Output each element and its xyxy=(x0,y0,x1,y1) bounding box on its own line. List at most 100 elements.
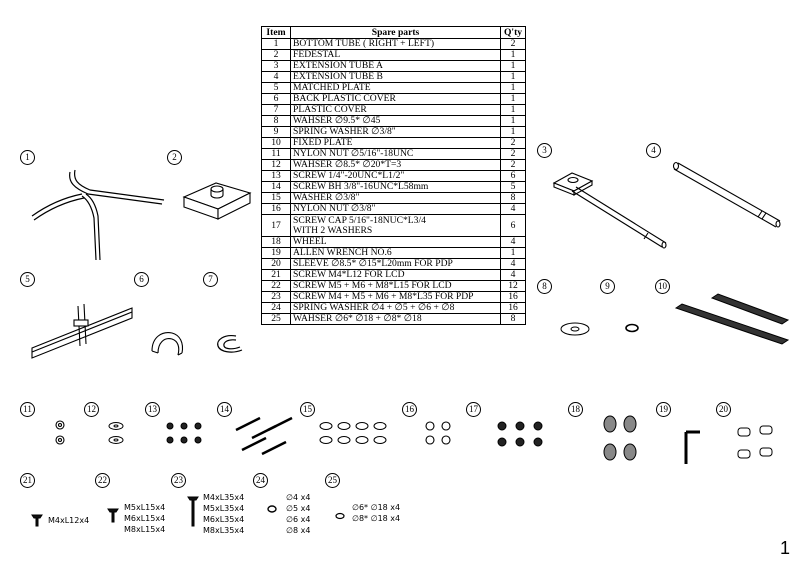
quantity-cell: 8 xyxy=(500,313,526,325)
quantity-cell: 4 xyxy=(500,203,526,215)
callout-6: 6 xyxy=(134,272,149,287)
spare-part-cell: WAHSER ∅6* ∅18 + ∅8* ∅18 xyxy=(290,313,501,325)
quantity-cell: 2 xyxy=(500,38,526,50)
part-2-pedestal-drawing xyxy=(182,182,252,220)
part-1-bottom-tubes-drawing xyxy=(31,169,165,261)
label-screw-21: M4xL12x4 xyxy=(48,516,90,525)
spare-part-cell: NYLON NUT ∅5/16"-18UNC xyxy=(290,148,501,160)
quantity-cell: 4 xyxy=(500,236,526,248)
part-11-nylon-nuts-drawing xyxy=(55,420,65,445)
part-10-fixed-plates-drawing xyxy=(674,293,790,345)
part-5-matched-plate-drawing xyxy=(31,303,133,359)
part-18-wheels-drawing xyxy=(603,415,637,461)
callout-20: 20 xyxy=(716,402,731,417)
spare-part-cell: WAHSER ∅8.5* ∅20*T=3 xyxy=(290,159,501,171)
item-number-cell: 9 xyxy=(261,126,291,138)
quantity-cell: 16 xyxy=(500,302,526,314)
item-number-cell: 2 xyxy=(261,49,291,61)
item-number-cell: 25 xyxy=(261,313,291,325)
part-20-sleeves-drawing xyxy=(737,425,773,459)
callout-3: 3 xyxy=(537,143,552,158)
header-spare-parts: Spare parts xyxy=(290,26,501,39)
quantity-cell: 2 xyxy=(500,148,526,160)
spare-part-cell: WHEEL xyxy=(290,236,501,248)
part-15-washers-drawing xyxy=(319,422,387,444)
callout-16: 16 xyxy=(402,402,417,417)
part-17-screw-caps-drawing xyxy=(497,421,543,447)
spare-part-cell: FIXED PLATE xyxy=(290,137,501,149)
quantity-cell: 1 xyxy=(500,104,526,116)
callout-25: 25 xyxy=(325,473,340,488)
item-number-cell: 6 xyxy=(261,93,291,105)
label-washer-24: ∅4 x4 ∅5 x4 ∅6 x4 ∅8 x4 xyxy=(286,493,311,535)
item-number-cell: 15 xyxy=(261,192,291,204)
spare-part-cell: SCREW 1/4"-20UNC*L1/2" xyxy=(290,170,501,182)
quantity-cell: 2 xyxy=(500,159,526,171)
label-screw-23: M4xL35x4 M5xL35x4 M6xL35x4 M8xL35x4 xyxy=(203,493,245,535)
label-washer-25: ∅6* ∅18 x4 ∅8* ∅18 x4 xyxy=(352,503,401,523)
item-number-cell: 20 xyxy=(261,258,291,270)
spare-part-cell: SCREW M5 + M6 + M8*L15 FOR LCD xyxy=(290,280,501,292)
spare-part-cell: NYLON NUT ∅3/8" xyxy=(290,203,501,215)
spare-part-cell: PLASTIC COVER xyxy=(290,104,501,116)
item-number-cell: 24 xyxy=(261,302,291,314)
spare-part-cell: SCREW M4 + M5 + M6 + M8*L35 FOR PDP xyxy=(290,291,501,303)
item-number-cell: 11 xyxy=(261,148,291,160)
part-9-spring-washer-drawing xyxy=(625,323,639,333)
item-number-cell: 3 xyxy=(261,60,291,72)
spare-part-cell: WASHER ∅3/8" xyxy=(290,192,501,204)
item-number-cell: 13 xyxy=(261,170,291,182)
quantity-cell: 1 xyxy=(500,247,526,259)
callout-12: 12 xyxy=(84,402,99,417)
page-number: 1 xyxy=(779,538,790,558)
label-screw-22: M5xL15x4 M6xL15x4 M8xL15x4 xyxy=(124,503,166,534)
callout-24: 24 xyxy=(253,473,268,488)
quantity-cell: 2 xyxy=(500,137,526,149)
spare-part-cell: SPRING WASHER ∅3/8" xyxy=(290,126,501,138)
part-21-screw-drawing xyxy=(31,514,43,527)
item-number-cell: 14 xyxy=(261,181,291,193)
callout-4: 4 xyxy=(646,143,661,158)
part-14-long-screws-drawing xyxy=(235,416,293,456)
part-22-screw-drawing xyxy=(107,508,119,523)
part-24-washer-drawing xyxy=(267,505,277,513)
spare-part-cell: FEDESTAL xyxy=(290,49,501,61)
callout-21: 21 xyxy=(20,473,35,488)
item-number-cell: 1 xyxy=(261,38,291,50)
part-25-washer-drawing xyxy=(335,512,345,520)
callout-1: 1 xyxy=(20,150,35,165)
item-number-cell: 12 xyxy=(261,159,291,171)
spare-part-cell: SCREW BH 3/8"-16UNC*L58mm xyxy=(290,181,501,193)
spare-part-cell: SLEEVE ∅8.5* ∅15*L20mm FOR PDP xyxy=(290,258,501,270)
part-12-washers-drawing xyxy=(108,422,124,444)
callout-18: 18 xyxy=(568,402,583,417)
callout-17: 17 xyxy=(466,402,481,417)
quantity-cell: 1 xyxy=(500,49,526,61)
item-number-cell: 21 xyxy=(261,269,291,281)
header-item: Item xyxy=(261,26,291,39)
quantity-cell: 1 xyxy=(500,126,526,138)
spare-part-cell: BOTTOM TUBE ( RIGHT + LEFT) xyxy=(290,38,501,50)
callout-2: 2 xyxy=(167,150,182,165)
part-23-screw-drawing xyxy=(187,496,199,527)
part-3-extension-tube-a-drawing xyxy=(552,172,667,249)
spare-part-cell: WAHSER ∅9.5* ∅45 xyxy=(290,115,501,127)
item-number-cell: 4 xyxy=(261,71,291,83)
